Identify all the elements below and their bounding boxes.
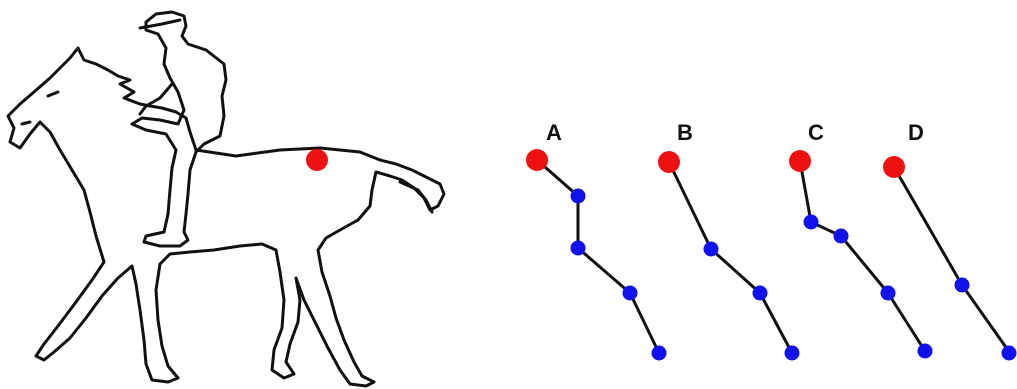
answer-options: A B C bbox=[526, 120, 1017, 361]
chain-segment bbox=[576, 246, 632, 295]
chain-segment bbox=[960, 283, 1012, 355]
joint-point bbox=[703, 241, 719, 257]
joint-point bbox=[954, 277, 970, 293]
chain-segment bbox=[758, 291, 794, 355]
joint-point bbox=[833, 228, 849, 244]
chain-segment bbox=[628, 291, 661, 355]
joint-point bbox=[752, 285, 768, 301]
option-b[interactable]: B bbox=[658, 120, 800, 361]
horse-outline bbox=[6, 46, 446, 388]
joint-point bbox=[651, 345, 667, 361]
option-a[interactable]: A bbox=[526, 120, 667, 361]
joint-point bbox=[622, 285, 638, 301]
joint-point bbox=[1001, 345, 1017, 361]
option-label: B bbox=[677, 120, 693, 145]
horse-rider-figure bbox=[6, 10, 446, 388]
option-d[interactable]: D bbox=[883, 120, 1017, 361]
chain-segment bbox=[667, 160, 713, 251]
option-c[interactable]: C bbox=[789, 120, 933, 359]
option-label: D bbox=[908, 120, 924, 145]
tracking-marker bbox=[306, 149, 328, 171]
option-label: C bbox=[808, 120, 824, 145]
chain-segment bbox=[886, 291, 927, 353]
joint-point bbox=[880, 285, 896, 301]
joint-point bbox=[570, 188, 586, 204]
start-point bbox=[658, 151, 680, 173]
joint-point bbox=[784, 345, 800, 361]
horse-nostril bbox=[20, 120, 32, 126]
chain-segment bbox=[709, 247, 762, 295]
start-point bbox=[526, 149, 548, 171]
start-point bbox=[789, 150, 811, 172]
joint-point bbox=[570, 240, 586, 256]
rider-arm bbox=[138, 82, 174, 116]
joint-point bbox=[803, 214, 819, 230]
joint-point bbox=[917, 343, 933, 359]
option-label: A bbox=[546, 120, 562, 145]
start-point bbox=[883, 156, 905, 178]
horse-tail bbox=[398, 180, 434, 214]
rider-cap bbox=[138, 18, 182, 30]
horse-eye bbox=[46, 90, 60, 98]
chain-segment bbox=[839, 234, 890, 295]
rider-outline bbox=[130, 10, 228, 248]
chain-segment bbox=[892, 165, 964, 287]
